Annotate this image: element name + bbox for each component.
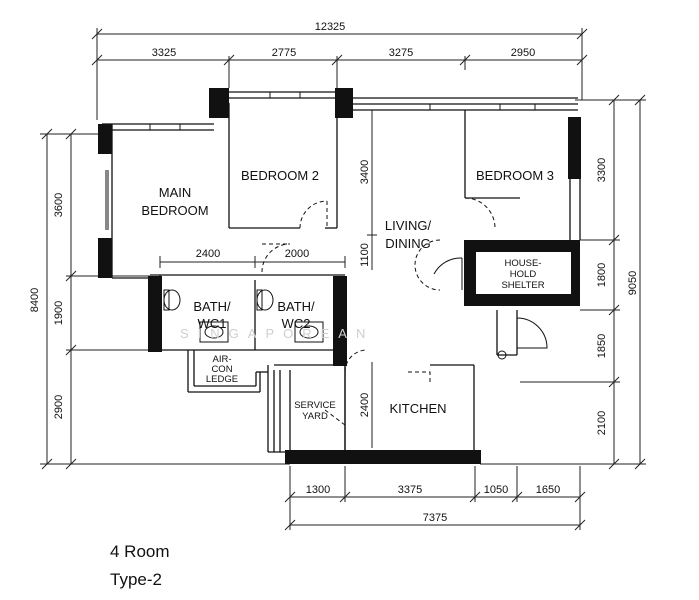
room-label-living-dining-2: DINING — [385, 236, 431, 251]
dim-top-overall: 12325 — [315, 21, 346, 33]
dim-right-1: 3300 — [596, 158, 608, 182]
room-label-bath-wc2-1: BATH/ — [277, 299, 315, 314]
room-label-bedroom-2: BEDROOM 2 — [241, 168, 319, 183]
dim-top-2: 2775 — [272, 47, 296, 59]
dim-bottom-4: 1650 — [536, 484, 560, 496]
dim-bottom-3: 1050 — [484, 484, 508, 496]
room-label-aircon-3: LEDGE — [206, 374, 238, 385]
dim-left-1: 3600 — [53, 193, 65, 217]
door-swings — [261, 197, 496, 426]
household-shelter-door — [433, 257, 548, 349]
plan-title: 4 Room — [110, 542, 170, 561]
dim-left-outer: 8400 — [29, 288, 41, 312]
dim-bath-1: 2400 — [196, 248, 220, 260]
room-label-bath-wc1-2: WC1 — [198, 316, 227, 331]
room-label-main-bedroom-2: BEDROOM — [141, 203, 208, 218]
room-label-aircon-2: CON — [211, 364, 232, 375]
windows — [105, 92, 536, 230]
room-label-kitchen: KITCHEN — [389, 401, 446, 416]
dim-bath-2: 2000 — [285, 248, 309, 260]
dim-bottom-overall: 7375 — [423, 512, 447, 524]
room-label-bedroom-3: BEDROOM 3 — [476, 168, 554, 183]
room-label-service-yard-2: YARD — [302, 411, 328, 422]
room-label-shelter-1: HOUSE- — [505, 258, 542, 269]
plan-subtitle: Type-2 — [110, 570, 162, 589]
dim-left-3: 2900 — [53, 395, 65, 419]
bath-fixtures — [163, 289, 507, 360]
dim-right-3: 1850 — [596, 334, 608, 358]
dim-interior-3: 2400 — [359, 393, 371, 417]
room-label-shelter-3: SHELTER — [501, 280, 544, 291]
household-shelter-walls — [464, 240, 580, 306]
dim-right-2: 1800 — [596, 263, 608, 287]
dim-top-4: 2950 — [511, 47, 535, 59]
dim-top-3: 3275 — [389, 47, 413, 59]
dim-interior-1: 3400 — [359, 160, 371, 184]
dim-right-outer: 9050 — [627, 271, 639, 295]
watermark: SINGAPOREAN — [180, 326, 374, 341]
room-label-service-yard-1: SERVICE — [294, 400, 336, 411]
room-label-main-bedroom-1: MAIN — [159, 185, 192, 200]
dim-bottom-2: 3375 — [398, 484, 422, 496]
room-label-living-dining-1: LIVING/ — [385, 218, 432, 233]
room-label-bath-wc1-1: BATH/ — [193, 299, 231, 314]
room-label-bath-wc2-2: WC2 — [282, 316, 311, 331]
dim-left-2: 1900 — [53, 301, 65, 325]
dim-top-1: 3325 — [152, 47, 176, 59]
dim-right-4: 2100 — [596, 411, 608, 435]
room-label-aircon-1: AIR- — [213, 354, 232, 365]
room-label-shelter-2: HOLD — [510, 269, 537, 280]
dim-bottom-1: 1300 — [306, 484, 330, 496]
dim-interior-2: 1100 — [359, 243, 371, 267]
structural-columns — [98, 88, 581, 464]
